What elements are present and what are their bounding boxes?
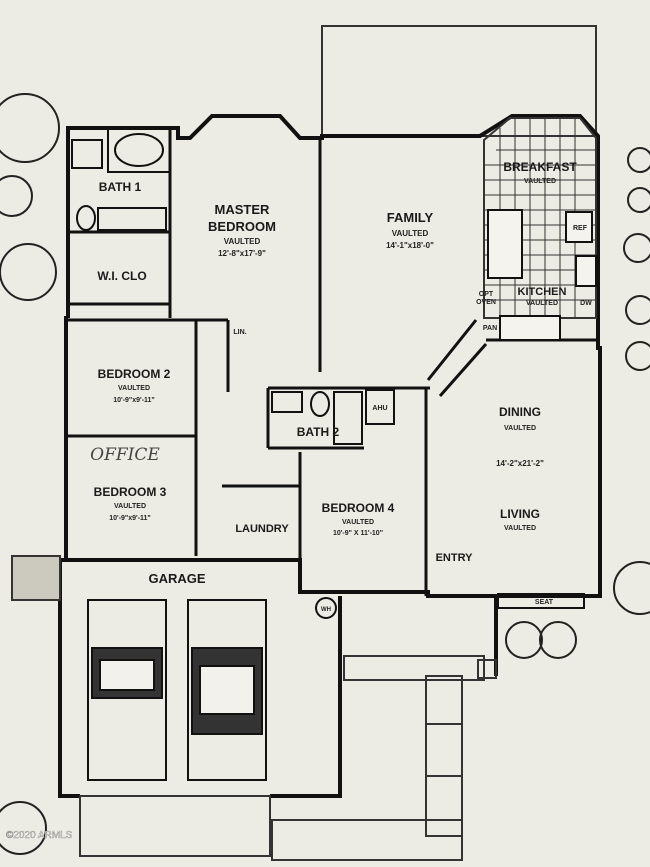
tree-icon <box>613 561 650 615</box>
kitchen-cooktop <box>499 315 561 341</box>
garage-label: GARAGE <box>148 571 205 586</box>
bedroom2-size: 10'-9"x9'-11" <box>113 397 155 404</box>
bedroom4-label: BEDROOM 4 <box>322 501 395 515</box>
dw-label: DW <box>580 300 592 307</box>
vanity <box>97 207 167 231</box>
bath1-label: BATH 1 <box>99 180 142 194</box>
pan-label: PAN <box>483 325 497 332</box>
watermark: ©2020 ARMLS <box>6 830 73 841</box>
bathtub <box>107 127 171 173</box>
shower <box>71 139 103 169</box>
tree-icon <box>0 175 33 217</box>
bath2-tub <box>333 391 363 445</box>
bedroom3-vaulted: VAULTED <box>114 503 146 510</box>
tub-basin <box>114 133 164 167</box>
kitchen-vaulted: VAULTED <box>526 300 558 307</box>
living-label: LIVING <box>500 507 540 521</box>
tree-icon <box>0 243 57 301</box>
bath2-toilet <box>310 391 330 417</box>
interior-walls <box>66 128 600 596</box>
toilet <box>76 205 96 231</box>
water-heater <box>315 597 337 619</box>
window-seat <box>497 593 585 609</box>
living-vaulted: VAULTED <box>504 525 536 532</box>
seat-label: SEAT <box>535 599 554 606</box>
kitchen-label: KITCHEN <box>518 286 567 298</box>
entry-label: ENTRY <box>436 552 474 564</box>
walkway <box>11 555 497 861</box>
master-vaulted: VAULTED <box>224 237 261 246</box>
bath2-sink <box>271 391 303 413</box>
linen-label: LIN. <box>233 329 246 336</box>
tree-icon <box>625 295 650 325</box>
living-size: 14'-2"x21'-2" <box>496 459 544 468</box>
kitchen-island <box>487 209 523 279</box>
bedroom2-label: BEDROOM 2 <box>98 367 171 381</box>
family-label: FAMILY <box>387 210 434 225</box>
breakfast-label: BREAKFAST <box>503 160 577 174</box>
wh-label: WH <box>321 607 331 613</box>
shrub-icon <box>539 621 577 659</box>
dining-label: DINING <box>499 405 541 419</box>
ahu-closet <box>365 389 395 425</box>
garage-cars <box>87 599 267 781</box>
tree-icon <box>0 93 60 163</box>
master-label-line2: BEDROOM <box>208 219 276 234</box>
office-handwritten-note: OFFICE <box>90 445 160 465</box>
family-size: 14'-1"x18'-0" <box>386 241 434 250</box>
tree-icon <box>0 801 47 855</box>
master-label-line1: MASTER <box>215 202 271 217</box>
tree-icon <box>627 147 650 173</box>
laundry-label: LAUNDRY <box>235 523 289 535</box>
breakfast-vaulted: VAULTED <box>524 178 556 185</box>
shrub-icon <box>505 621 543 659</box>
tree-icon <box>625 341 650 371</box>
bedroom2-vaulted: VAULTED <box>118 385 150 392</box>
family-vaulted: VAULTED <box>392 229 429 238</box>
tree-icon <box>623 233 650 263</box>
kitchen-sink <box>575 255 597 287</box>
wic-label: W.I. CLO <box>97 269 146 283</box>
dining-vaulted: VAULTED <box>504 425 536 432</box>
opt-label: OPT <box>479 291 494 298</box>
tree-icon <box>627 187 650 213</box>
bedroom3-label: BEDROOM 3 <box>94 485 167 499</box>
ahu-label: AHU <box>372 405 387 412</box>
master-size: 12'-8"x17'-9" <box>218 249 266 258</box>
ref-label: REF <box>573 225 588 232</box>
refrigerator <box>565 211 593 243</box>
bedroom4-vaulted: VAULTED <box>342 519 374 526</box>
oven-label: OVEN <box>476 299 496 306</box>
bedroom4-size: 10'-9" X 11'-10" <box>333 530 383 537</box>
bedroom3-size: 10'-9"x9'-11" <box>109 515 151 522</box>
landscape-trees <box>0 93 650 855</box>
bath2-label: BATH 2 <box>297 425 340 439</box>
